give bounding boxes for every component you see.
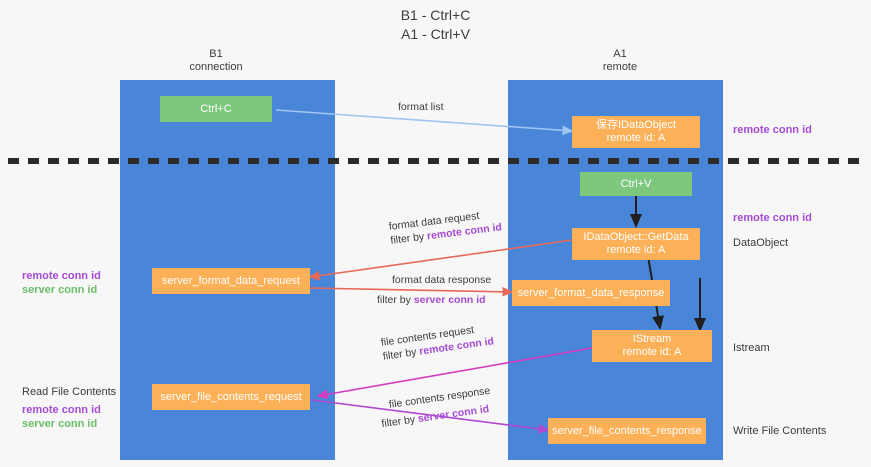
- lane-a1-name: A1: [613, 48, 627, 60]
- node-istream[interactable]: IStream remote id: A: [592, 330, 712, 362]
- filter-prefix: filter by: [377, 294, 414, 306]
- node-idataobject-getdata[interactable]: IDataObject::GetData remote id: A: [572, 228, 700, 260]
- right-label-write-file-contents: Write File Contents: [733, 425, 827, 437]
- filter-prefix: filter by: [389, 230, 428, 247]
- title-line-1: B1 - Ctrl+C: [400, 7, 471, 23]
- title-line-2: A1 - Ctrl+V: [401, 26, 470, 42]
- lane-a1-sub: remote: [602, 61, 638, 73]
- node-save-idataobject-line2: remote id: A: [606, 132, 666, 144]
- left-label-remote-conn-id-1: remote conn id: [22, 270, 101, 282]
- edge-label-format-data-response-main: format data response: [392, 274, 492, 286]
- node-ctrl-v-label: Ctrl+V: [620, 177, 652, 190]
- node-server-format-data-request[interactable]: server_format_data_request: [152, 268, 310, 294]
- edge-label-file-contents-response: file contents response filter by server …: [381, 384, 494, 430]
- node-save-idataobject-line1: 保存IDataObject: [595, 119, 677, 131]
- edge-label-format-list: format list: [398, 101, 444, 113]
- node-save-idataobject[interactable]: 保存IDataObject remote id: A: [572, 116, 700, 148]
- right-label-remote-conn-id-top: remote conn id: [733, 124, 812, 136]
- lane-header-a1: A1 remote: [556, 48, 684, 74]
- left-label-read-file-contents: Read File Contents: [22, 386, 117, 398]
- node-istream-line2: remote id: A: [622, 346, 682, 358]
- node-server-file-contents-response-label: server_file_contents_response: [552, 424, 702, 437]
- left-label-server-conn-id-2: server conn id: [22, 418, 98, 430]
- node-ctrl-c[interactable]: Ctrl+C: [160, 96, 272, 122]
- filter-prefix: filter by: [382, 345, 421, 363]
- node-server-format-data-request-label: server_format_data_request: [161, 274, 301, 287]
- node-server-file-contents-response[interactable]: server_file_contents_response: [548, 418, 706, 444]
- node-server-format-data-response[interactable]: server_format_data_response: [512, 280, 670, 306]
- lane-b1-name: B1: [209, 48, 223, 60]
- node-ctrl-c-label: Ctrl+C: [200, 102, 232, 115]
- node-server-file-contents-request-label: server_file_contents_request: [160, 390, 302, 403]
- left-label-server-conn-id-1: server conn id: [22, 284, 98, 296]
- lane-b1-sub: connection: [189, 61, 243, 73]
- edge-label-format-data-response-filter: filter by server conn id: [377, 293, 491, 307]
- node-ctrl-v[interactable]: Ctrl+V: [580, 172, 692, 196]
- node-istream-line1: IStream: [632, 333, 672, 345]
- node-getdata-line2: remote id: A: [606, 244, 666, 256]
- filter-prefix: filter by: [380, 413, 419, 431]
- page-title: B1 - Ctrl+C A1 - Ctrl+V: [0, 6, 871, 44]
- edge-label-file-contents-request: file contents request filter by remote c…: [380, 320, 495, 363]
- right-label-dataobject: DataObject: [733, 237, 789, 249]
- node-server-file-contents-request[interactable]: server_file_contents_request: [152, 384, 310, 410]
- right-label-remote-conn-id-mid: remote conn id: [733, 212, 812, 224]
- right-label-istream: Istream: [733, 342, 770, 354]
- node-server-format-data-response-label: server_format_data_response: [517, 286, 665, 299]
- node-getdata-line1: IDataObject::GetData: [583, 231, 689, 243]
- edge-label-format-data-request: format data request filter by remote con…: [388, 206, 503, 247]
- edge-label-format-data-response: format data response filter by server co…: [377, 273, 492, 307]
- lane-header-b1: B1 connection: [152, 48, 280, 74]
- left-label-remote-conn-id-2: remote conn id: [22, 404, 101, 416]
- filter-key: server conn id: [413, 294, 486, 306]
